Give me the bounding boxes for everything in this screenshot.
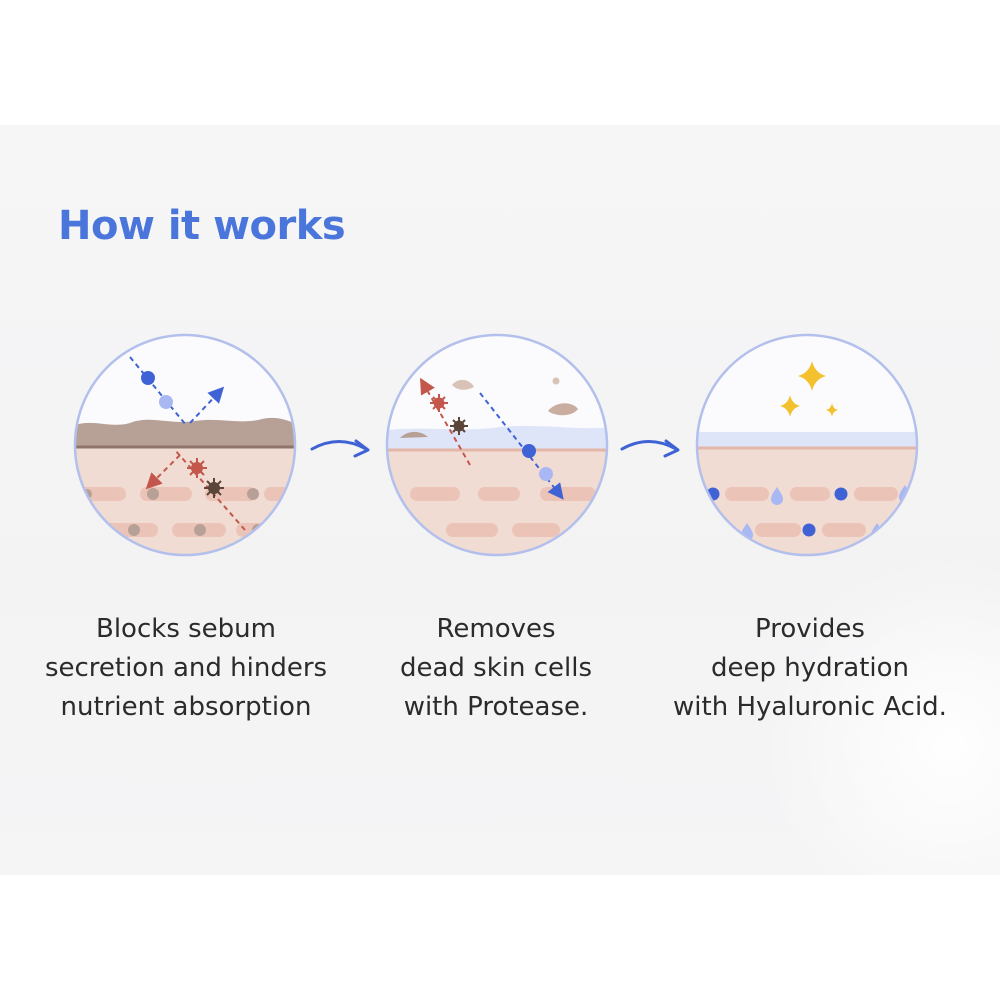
caption-line: with Hyaluronic Acid.: [673, 692, 947, 722]
caption-line: dead skin cells: [399, 653, 593, 683]
nutrient-dot: [141, 371, 155, 385]
caption-line: with Protease.: [403, 692, 589, 722]
skin-cells: [725, 487, 898, 537]
caption-line: Provides: [755, 614, 865, 644]
sparkle-icon: [780, 361, 838, 417]
section-title: How it works: [58, 203, 346, 249]
circle-1-border: [73, 333, 297, 557]
skin-cells: [410, 487, 596, 537]
step-2-caption: Removes dead skin cells with Protease.: [326, 610, 666, 727]
step-1-caption: Blocks sebum secretion and hinders nutri…: [16, 610, 356, 727]
impurity-dark-icon: [450, 417, 468, 435]
caption-line: secretion and hinders: [44, 653, 328, 683]
moisture-barrier-layer: [697, 432, 917, 448]
circle-2-border: [385, 333, 609, 557]
caption-line: Blocks sebum: [96, 614, 276, 644]
impurity-red-icon: [430, 394, 448, 412]
clean-surface-layer: [387, 425, 607, 450]
circle-3-border: [695, 333, 919, 557]
step-1-illustration: [73, 333, 297, 557]
impurity-dark-icon: [204, 478, 224, 498]
step-3-illustration: [695, 333, 919, 557]
skin-layer: [75, 447, 295, 555]
step-2-illustration: [385, 333, 609, 557]
process-diagram: [73, 333, 919, 557]
skin-layer: [697, 448, 917, 555]
nutrient-dot-light: [539, 467, 553, 481]
deflect-arrow: [189, 386, 225, 424]
step-3-caption: Provides deep hydration with Hyaluronic …: [640, 610, 980, 727]
caption-line: deep hydration: [710, 653, 910, 683]
impurity-red-icon: [187, 458, 207, 478]
nutrient-dot: [522, 444, 536, 458]
nutrient-dot-light: [159, 395, 173, 409]
dead-skin-flakes: [452, 377, 578, 416]
impurity-removal-arrow: [420, 377, 471, 466]
nutrient-path: [129, 356, 187, 426]
impurity-arrow: [145, 454, 181, 490]
how-it-works-panel: How it works: [0, 125, 1000, 875]
sebum-layer: [75, 417, 295, 447]
caption-line: Removes: [436, 614, 556, 644]
caption-line: nutrient absorption: [60, 692, 312, 722]
skin-layer: [387, 450, 607, 555]
